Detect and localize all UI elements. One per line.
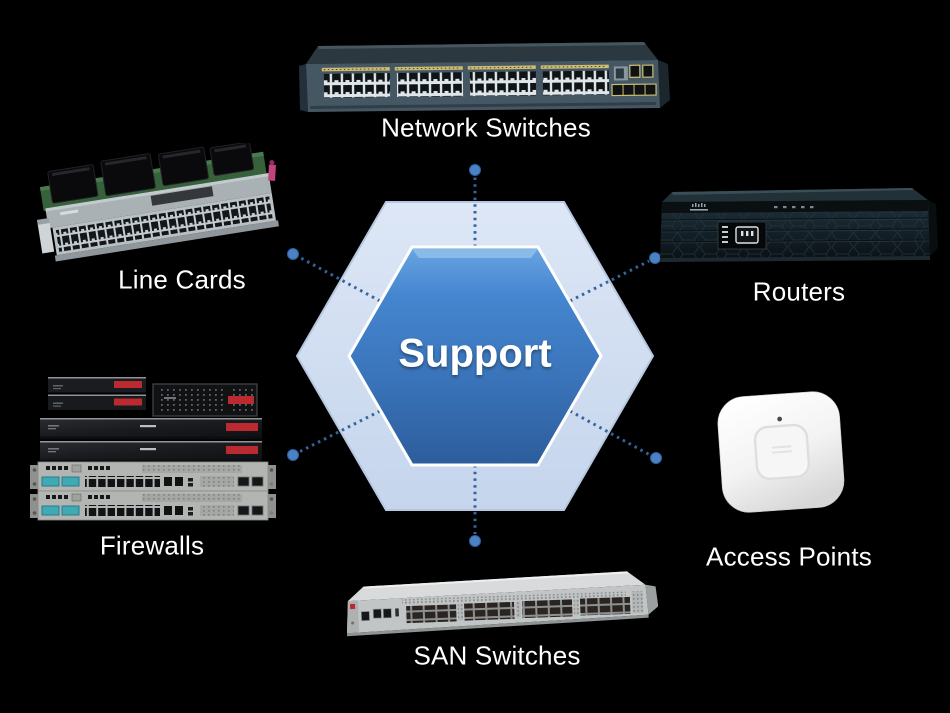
endpoint-dot-lower-right [650,452,662,464]
hub-title: Support [398,331,552,376]
connector-lines [298,177,651,534]
hub-inner-hexagon [347,245,603,467]
label-network-switches: Network Switches [381,112,591,143]
connector-upper-right [569,259,650,303]
connector-endpoints [287,164,662,547]
connector-upper-left [298,255,381,303]
endpoint-dot-top [469,164,481,176]
label-firewalls: Firewalls [99,530,205,561]
endpoint-dot-bottom [469,535,481,547]
label-access-points: Access Points [706,541,872,572]
network-switch-image [299,42,670,112]
hub-inner-hexagon-bevel [412,249,538,258]
label-routers: Routers [752,276,846,307]
firewalls-image [30,377,276,521]
access-point-image [717,391,845,513]
endpoint-dot-upper-left [287,248,299,260]
san-switch-image [346,571,658,637]
endpoint-dot-lower-left [287,449,299,461]
router-image [660,188,938,262]
label-san-switches: SAN Switches [413,640,581,671]
connector-lower-left [298,409,381,454]
line-card-image [37,143,279,262]
connector-lower-right [569,409,651,457]
label-line-cards: Line Cards [118,264,246,295]
